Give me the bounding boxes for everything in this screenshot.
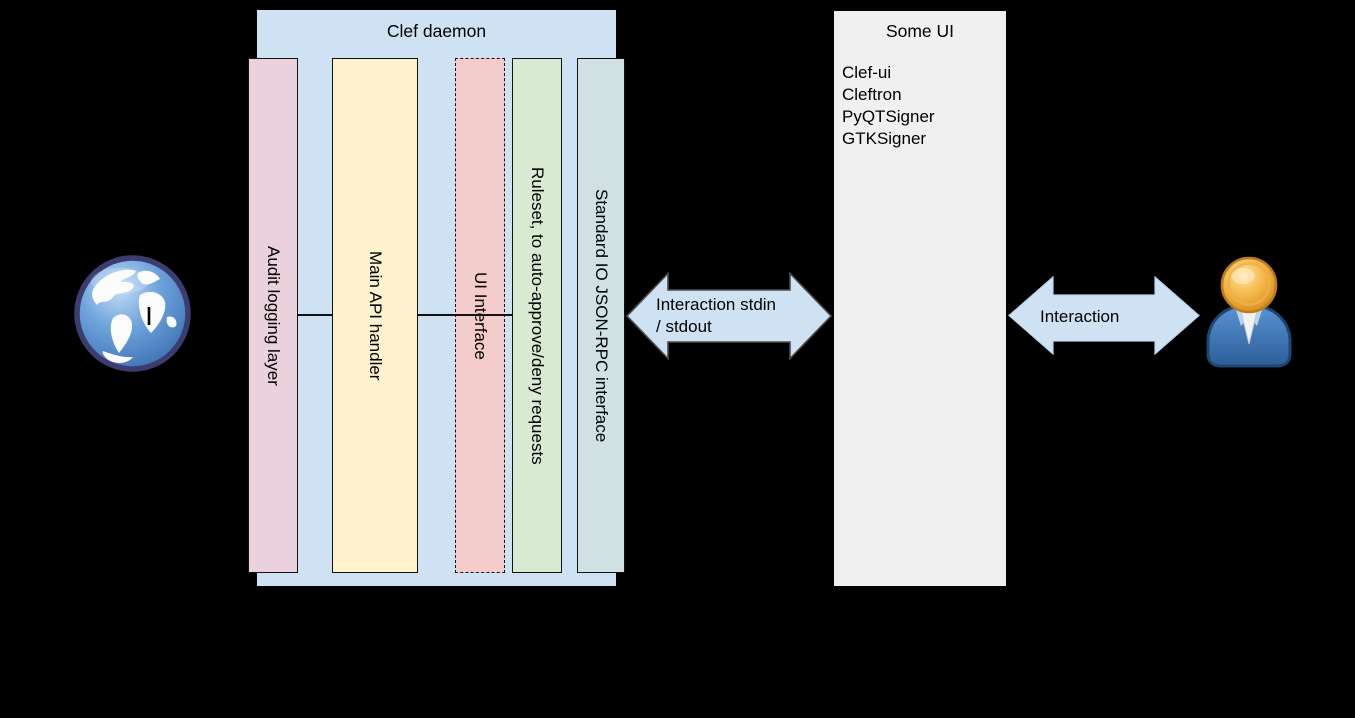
column-ruleset-label: Ruleset, to auto-approve/deny requests bbox=[528, 166, 547, 465]
column-main-api-handler: Main API handler bbox=[332, 58, 418, 573]
column-audit-logging-layer: Audit logging layer bbox=[248, 58, 298, 573]
column-stdio-jsonrpc: Standard IO JSON-RPC interface bbox=[577, 58, 625, 573]
connector-audit-to-api bbox=[298, 314, 333, 316]
stdio-arrow-label: Interaction stdin / stdout bbox=[656, 294, 776, 338]
list-item: Cleftron bbox=[842, 85, 902, 104]
list-item: GTKSigner bbox=[842, 129, 927, 148]
stdio-arrow-label-line2: / stdout bbox=[656, 317, 712, 336]
column-api-label: Main API handler bbox=[366, 250, 385, 381]
column-ruleset: Ruleset, to auto-approve/deny requests bbox=[512, 58, 562, 573]
list-item: PyQTSigner bbox=[842, 107, 935, 126]
some-ui-box bbox=[833, 10, 1007, 587]
connector-api-to-ruleset bbox=[418, 314, 512, 316]
column-ui-label: UI Interface bbox=[471, 271, 490, 360]
globe-continents bbox=[92, 269, 177, 363]
column-ui-interface: UI Interface bbox=[455, 58, 505, 573]
globe-icon bbox=[74, 255, 191, 372]
stdio-interaction-arrow bbox=[626, 272, 832, 360]
list-item: Clef-ui bbox=[842, 63, 892, 82]
column-audit-label: Audit logging layer bbox=[264, 245, 283, 386]
user-icon bbox=[1206, 256, 1292, 368]
clef-daemon-title: Clef daemon bbox=[386, 21, 487, 41]
stdio-arrow-label-line1: Interaction stdin bbox=[656, 295, 777, 314]
column-stdio-label: Standard IO JSON-RPC interface bbox=[592, 188, 611, 443]
clef-daemon-container bbox=[256, 9, 617, 587]
some-ui-title: Some UI bbox=[885, 21, 955, 41]
user-arrow-label: Interaction bbox=[1040, 307, 1120, 326]
user-interaction-arrow bbox=[1008, 276, 1200, 355]
some-ui-list: Clef-ui Cleftron PyQTSigner GTKSigner bbox=[842, 62, 1002, 150]
